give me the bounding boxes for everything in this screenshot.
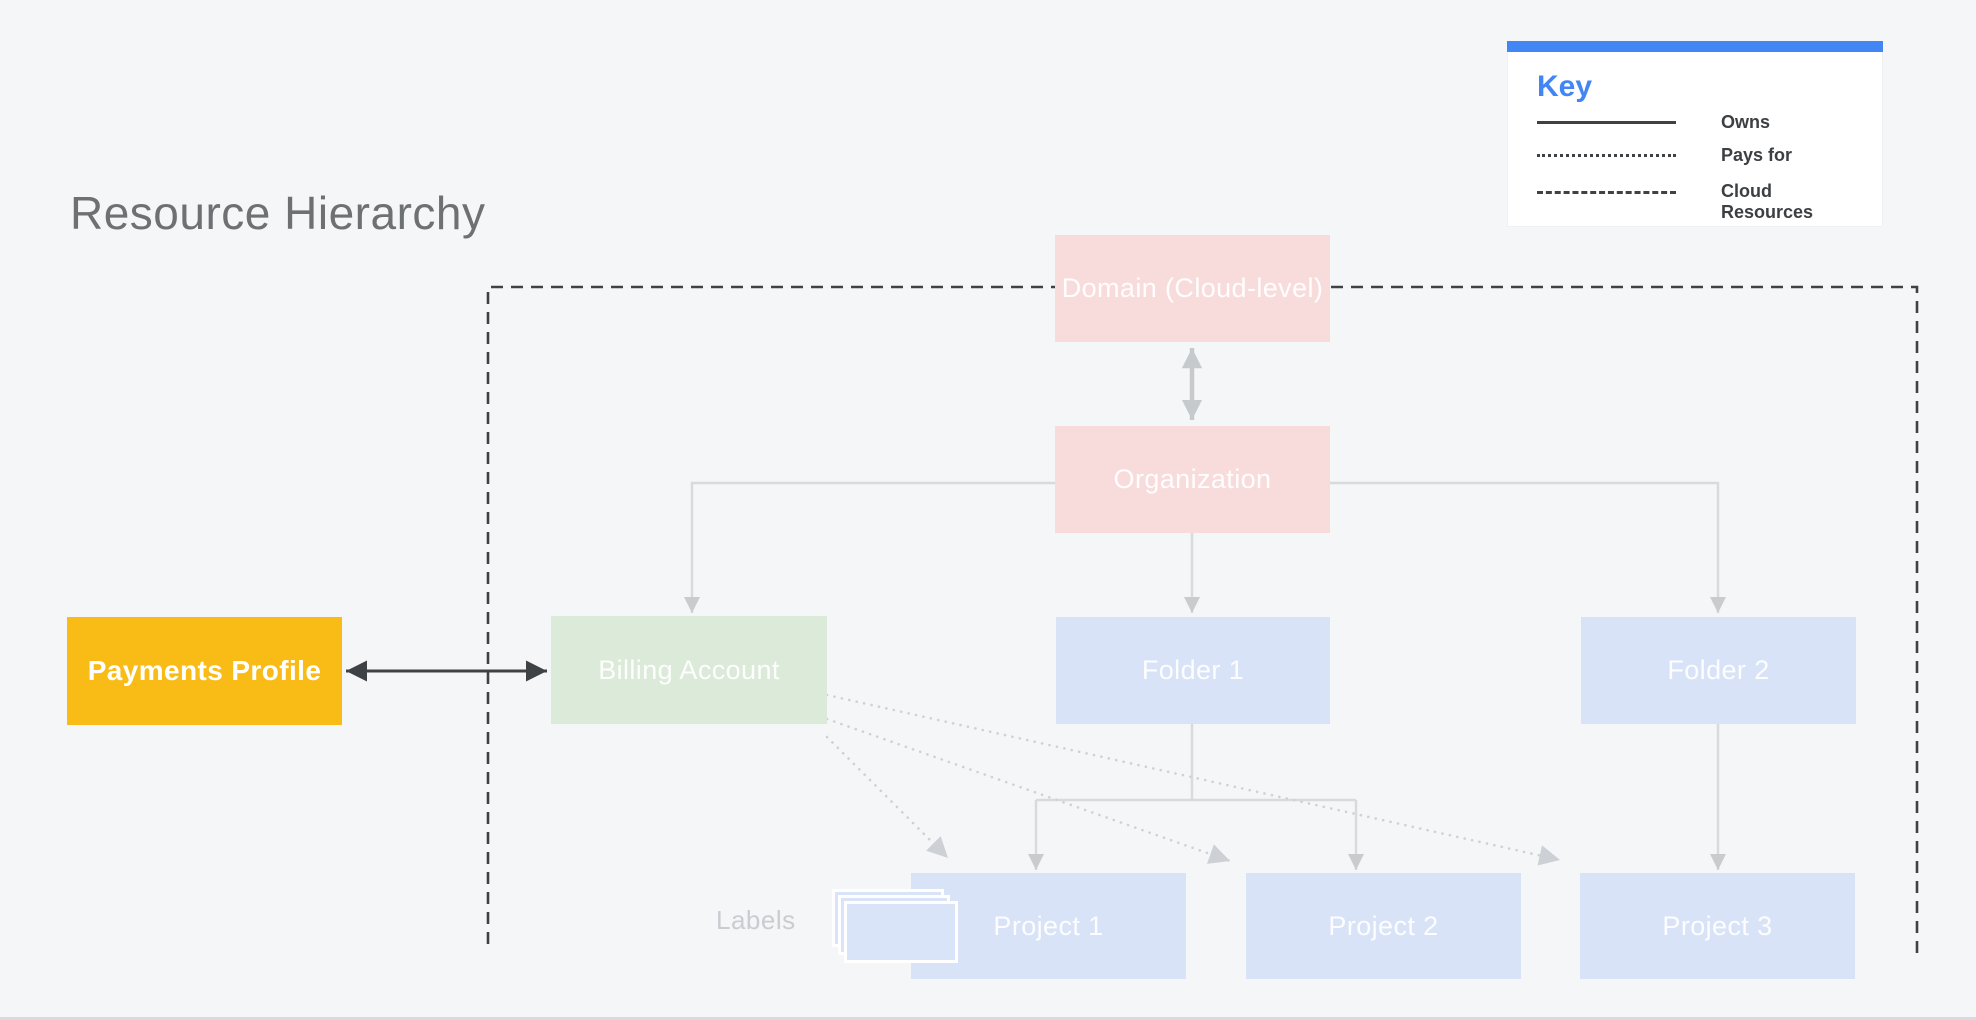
bottom-edge-divider: [0, 1017, 1976, 1020]
legend-label-owns: Owns: [1721, 112, 1771, 132]
legend-dashed-line-sample: [1537, 191, 1676, 194]
pays-for-connector-billing-project2: [825, 717, 1232, 864]
node-domain-label: Domain (Cloud-level): [1061, 273, 1324, 303]
legend-label-cloud-resources: Cloud Resources: [1721, 181, 1814, 222]
key-title: Key: [1537, 70, 1593, 103]
node-folder-1-label: Folder 1: [1141, 655, 1245, 685]
node-domain: Domain (Cloud-level): [1055, 235, 1330, 342]
legend-label-pays-for: Pays for: [1721, 145, 1793, 165]
node-project-2: Project 2: [1246, 873, 1521, 979]
node-folder-2-label: Folder 2: [1667, 655, 1770, 685]
labels-caption: Labels: [716, 905, 796, 935]
node-project-2-label: Project 2: [1328, 910, 1439, 941]
owns-connector-organization-folder2: [1330, 481, 1727, 613]
node-folder-1: Folder 1: [1056, 617, 1330, 724]
node-payments-profile-label: Payments Profile: [87, 655, 322, 686]
node-organization-label: Organization: [1113, 464, 1272, 494]
owns-connector-organization-billing: [683, 481, 1055, 613]
node-project-1-label: Project 1: [993, 910, 1104, 941]
legend-dotted-line-sample: [1537, 154, 1676, 157]
node-project-3-label: Project 3: [1662, 910, 1773, 941]
labels-stack-icon: [844, 901, 958, 963]
owns-connector-folder1-branch: [1036, 723, 1356, 802]
key-legend-card: Key Owns Pays for Cloud Resources: [1507, 41, 1883, 227]
pays-for-connector-billing-project1: [825, 735, 950, 860]
node-project-3: Project 3: [1580, 873, 1855, 979]
node-billing-account: Billing Account: [551, 616, 827, 724]
node-folder-2: Folder 2: [1581, 617, 1856, 724]
node-organization: Organization: [1055, 426, 1330, 533]
page-title: Resource Hierarchy: [70, 187, 486, 239]
legend-solid-line-sample: [1537, 121, 1676, 124]
key-accent-bar: [1507, 41, 1883, 52]
node-billing-account-label: Billing Account: [598, 654, 780, 685]
node-payments-profile: Payments Profile: [67, 617, 342, 725]
